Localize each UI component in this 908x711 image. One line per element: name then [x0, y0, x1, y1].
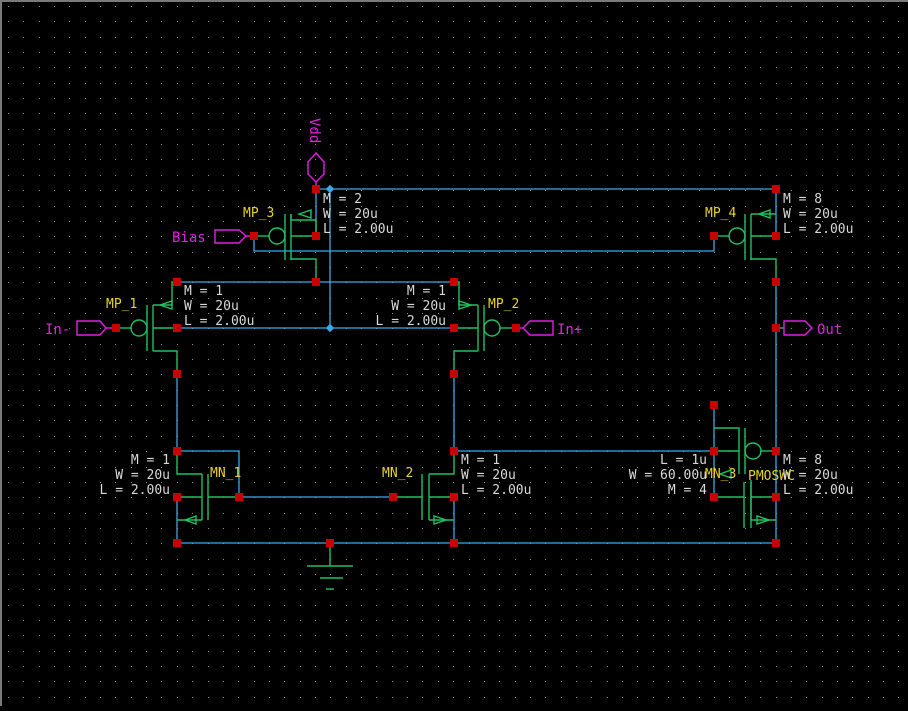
param-w: W = 20u [115, 468, 170, 483]
param-l: L = 2.00u [184, 314, 254, 329]
pin-in-minus[interactable]: In- [45, 320, 116, 338]
connection-node[interactable] [710, 232, 718, 240]
junctions [325, 184, 335, 333]
param-l: L = 1u [660, 453, 707, 468]
device-mp3[interactable] [254, 209, 317, 282]
param-m: M = 8 [783, 192, 822, 207]
param-w: W = 60.00u [629, 468, 707, 483]
connection-node[interactable] [772, 232, 780, 240]
param-l: L = 2.00u [100, 483, 170, 498]
param-l: L = 2.00u [323, 222, 393, 237]
junction-dot [325, 184, 335, 194]
param-m: M = 1 [407, 284, 446, 299]
params-mn2: M = 1 W = 20u L = 2.00u [461, 453, 531, 498]
connection-node[interactable] [450, 370, 458, 378]
param-w: W = 20u [783, 207, 838, 222]
params-mp3: M = 2 W = 20u L = 2.00u [323, 192, 393, 237]
param-l: L = 2.00u [376, 314, 446, 329]
wire-mn1-drain-gate[interactable] [177, 450, 240, 497]
connection-node[interactable] [450, 324, 458, 332]
device-mn3[interactable] [714, 480, 776, 528]
ground-symbol [307, 543, 353, 590]
connection-node[interactable] [772, 447, 780, 455]
param-m: M = 4 [668, 483, 707, 498]
params-mp2: M = 1 W = 20u L = 2.00u [376, 284, 446, 329]
connection-node[interactable] [112, 324, 120, 332]
params-mn3: M = 8 W = 20u L = 2.00u [783, 453, 853, 498]
connection-nodes [112, 185, 780, 547]
param-m: M = 1 [184, 284, 223, 299]
params-pmoswc: L = 1u W = 60.00u M = 4 [629, 453, 707, 498]
connection-node[interactable] [512, 324, 520, 332]
connection-node[interactable] [772, 185, 780, 193]
connection-node[interactable] [312, 185, 320, 193]
instance-label-mp4: MP_4 [705, 206, 736, 221]
pin-label-in-plus: In+ [557, 322, 582, 338]
param-w: W = 20u [391, 299, 446, 314]
connection-node[interactable] [450, 493, 458, 501]
param-w: W = 20u [461, 468, 516, 483]
params-mp1: M = 1 W = 20u L = 2.00u [184, 284, 254, 329]
pin-bias[interactable]: Bias [172, 229, 254, 246]
connection-node[interactable] [173, 447, 181, 455]
param-w: W = 20u [323, 207, 378, 222]
pin-out[interactable]: Out [783, 320, 842, 338]
instance-label-mp2: MP_2 [488, 297, 519, 312]
connection-node[interactable] [312, 232, 320, 240]
connection-node[interactable] [250, 232, 258, 240]
params-mp4: M = 8 W = 20u L = 2.00u [783, 192, 853, 237]
connection-node[interactable] [710, 401, 718, 409]
device-pmoswc[interactable] [714, 427, 776, 479]
connection-node[interactable] [235, 493, 243, 501]
param-m: M = 2 [323, 192, 362, 207]
connection-node[interactable] [772, 324, 780, 332]
connection-node[interactable] [173, 278, 181, 286]
connection-node[interactable] [450, 539, 458, 547]
connection-node[interactable] [450, 278, 458, 286]
connection-node[interactable] [710, 447, 718, 455]
param-w: W = 20u [783, 468, 838, 483]
param-m: M = 8 [783, 453, 822, 468]
connection-node[interactable] [450, 447, 458, 455]
param-m: M = 1 [131, 453, 170, 468]
device-mp1[interactable] [116, 281, 178, 374]
instance-label-mn1: MN_1 [210, 466, 241, 481]
connection-node[interactable] [772, 278, 780, 286]
connection-node[interactable] [772, 493, 780, 501]
pin-label-out: Out [817, 322, 842, 338]
device-mn1[interactable] [176, 451, 239, 525]
pin-label-in-minus: In- [45, 322, 70, 338]
param-w: W = 20u [184, 299, 239, 314]
param-m: M = 1 [461, 453, 500, 468]
instance-label-mn3: MN_3 [705, 467, 736, 482]
connection-node[interactable] [312, 278, 320, 286]
wire-bias-gate[interactable] [253, 236, 715, 252]
connection-node[interactable] [326, 539, 334, 547]
device-mn2[interactable] [393, 451, 455, 525]
pin-in-plus[interactable]: In+ [516, 320, 582, 338]
connection-node[interactable] [772, 539, 780, 547]
connection-node[interactable] [710, 493, 718, 501]
param-l: L = 2.00u [461, 483, 531, 498]
param-l: L = 2.00u [783, 222, 853, 237]
instance-label-mp3: MP_3 [243, 206, 274, 221]
params-mn1: M = 1 W = 20u L = 2.00u [100, 453, 170, 498]
connection-node[interactable] [389, 493, 397, 501]
connection-node[interactable] [173, 493, 181, 501]
junction-dot [325, 323, 335, 333]
param-l: L = 2.00u [783, 483, 853, 498]
connection-node[interactable] [173, 370, 181, 378]
pin-label-vdd: Vdd [306, 118, 322, 143]
pin-label-bias: Bias [172, 230, 206, 246]
instance-label-mn2: MN_2 [382, 466, 413, 481]
instance-label-pmoswc: PMOSWC [748, 469, 795, 484]
connection-node[interactable] [173, 324, 181, 332]
connection-node[interactable] [173, 539, 181, 547]
pin-vdd[interactable]: Vdd [306, 118, 325, 189]
instance-label-mp1: MP_1 [106, 297, 137, 312]
device-mp4[interactable] [714, 209, 777, 282]
